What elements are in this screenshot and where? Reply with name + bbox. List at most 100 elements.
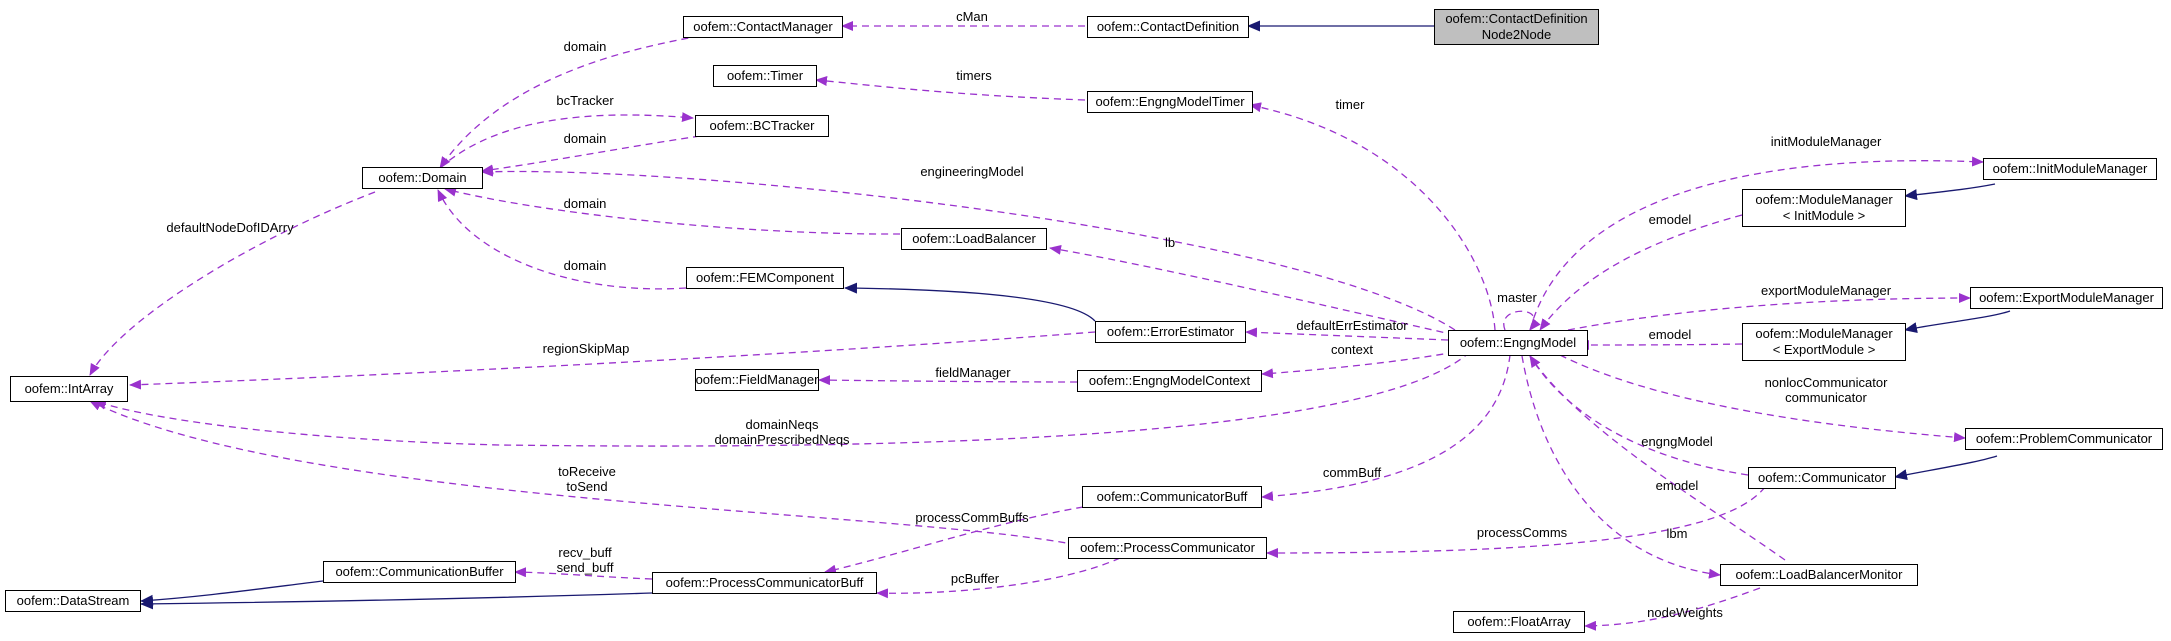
edge-label-engngmodel: engngModel (1641, 434, 1713, 449)
edge-modulemanager-init-to-engngmodel (1539, 214, 1743, 331)
edge-label-recvbuff-line-1: recv_buff (558, 545, 612, 560)
edge-initmodulemanager-to-modulemanager (1904, 183, 1996, 201)
edge-loadbalancermonitor-to-engngmodel (1529, 355, 1786, 561)
class-name: oofem::BCTracker (709, 118, 815, 133)
edge-label-defaulterrestimator: defaultErrEstimator (1296, 318, 1408, 333)
class-name-line-1: oofem::ModuleManager (1755, 192, 1893, 207)
edge-engngmodel-to-loadbalancermonitor (1521, 355, 1721, 579)
class-node-problem-communicator[interactable]: oofem::ProblemCommunicator (1965, 428, 2163, 450)
edge-engngmodel-to-engngmodel-master (1503, 310, 1541, 331)
edge-engngmodel-to-initmodulemanager (1529, 156, 1984, 331)
class-node-communicator[interactable]: oofem::Communicator (1748, 467, 1896, 489)
edge-label-nodeweights: nodeWeights (1647, 605, 1723, 620)
edge-label-cman: cMan (956, 9, 988, 24)
edge-errorestimator-to-intarray (129, 331, 1096, 390)
class-node-init-module-manager[interactable]: oofem::InitModuleManager (1983, 158, 2157, 180)
class-name: oofem::Communicator (1758, 470, 1886, 485)
class-node-domain[interactable]: oofem::Domain (362, 167, 483, 189)
class-node-data-stream[interactable]: oofem::DataStream (5, 590, 141, 612)
class-name: oofem::CommunicatorBuff (1096, 489, 1248, 504)
edge-label-lb: lb (1164, 235, 1176, 250)
class-node-field-manager[interactable]: oofem::FieldManager (695, 369, 819, 391)
edge-label-domain-loadbalancer: domain (563, 196, 607, 211)
class-node-module-manager-export[interactable]: oofem::ModuleManager < ExportModule > (1742, 323, 1906, 361)
edge-processcommunicatorbuff-to-communicationbuffer (514, 567, 653, 580)
edge-engngmodel-to-engngmodelcontext (1261, 351, 1456, 379)
class-node-load-balancer[interactable]: oofem::LoadBalancer (901, 228, 1047, 250)
class-node-communicator-buff[interactable]: oofem::CommunicatorBuff (1082, 486, 1262, 508)
edge-label-domainneqs-line-1: domainNeqs (745, 417, 819, 432)
edge-label-recvbuff-line-2: send_buff (556, 560, 614, 575)
edge-label-commbuff: commBuff (1322, 465, 1382, 480)
class-node-int-array[interactable]: oofem::IntArray (10, 376, 128, 402)
class-node-export-module-manager[interactable]: oofem::ExportModuleManager (1970, 287, 2163, 309)
edge-label-emodel-init: emodel (1648, 212, 1692, 227)
edge-loadbalancermonitor-to-floatarray (1584, 587, 1761, 631)
edge-label-engineeringmodel: engineeringModel (920, 164, 1024, 179)
class-name: oofem::Timer (726, 68, 804, 83)
edge-engngmodel-to-domain (481, 166, 1456, 331)
edge-femcomponent-to-domain (437, 189, 687, 290)
edge-label-bctracker: bcTracker (556, 93, 614, 108)
edge-engngmodelcontext-to-fieldmanager (818, 375, 1078, 386)
edge-modulemanager-export-to-engngmodel (1577, 339, 1743, 350)
edge-label-defaultnodedofidarry: defaultNodeDofIDArry (166, 220, 294, 235)
edge-label-nonloccommunicator: nonlocCommunicator communicator (1765, 375, 1888, 405)
class-node-float-array[interactable]: oofem::FloatArray (1453, 611, 1585, 633)
class-node-contact-definition[interactable]: oofem::ContactDefinition (1087, 16, 1249, 38)
edge-label-master: master (1497, 290, 1537, 305)
edge-engngmodel-to-communicatorbuff (1261, 354, 1511, 502)
edge-domain-to-bctracker (439, 112, 694, 169)
edge-label-processcommbuffs: processCommBuffs (915, 510, 1029, 525)
edge-label-emodel-communicator: emodel (1655, 478, 1699, 493)
edge-engngmodeltimer-to-timer (815, 76, 1086, 101)
class-node-module-manager-init[interactable]: oofem::ModuleManager < InitModule > (1742, 189, 1906, 227)
edge-label-timers: timers (956, 68, 992, 83)
edge-engngmodel-to-exportmodulemanager (1567, 293, 1971, 331)
class-name: oofem::EngngModelContext (1088, 373, 1251, 388)
edge-processcommunicator-to-processcommunicatorbuff (876, 557, 1121, 599)
class-node-communication-buffer[interactable]: oofem::CommunicationBuffer (323, 561, 516, 583)
class-node-fem-component[interactable]: oofem::FEMComponent (686, 267, 844, 289)
class-name: oofem::CommunicationBuffer (335, 564, 504, 579)
edge-communicator-to-processcommunicator (1266, 486, 1766, 558)
class-name: oofem::LoadBalancerMonitor (1735, 567, 1903, 582)
class-name: oofem::DataStream (16, 593, 130, 608)
class-node-engng-model-context[interactable]: oofem::EngngModelContext (1077, 370, 1262, 392)
edge-label-domain-contactmanager: domain (563, 39, 607, 54)
class-name: oofem::FloatArray (1467, 614, 1571, 629)
edge-loadbalancer-to-domain (444, 186, 901, 235)
class-name-line-2: < ExportModule > (1772, 342, 1876, 357)
edge-label-recvbuff: recv_buff send_buff (557, 545, 614, 575)
edge-engngmodel-to-loadbalancer (1049, 244, 1456, 336)
class-name: oofem::FEMComponent (695, 270, 834, 285)
edge-exportmodulemanager-to-modulemanager (1904, 310, 2011, 334)
edge-label-nonloccommunicator-line-2: communicator (1785, 390, 1867, 405)
class-node-engng-model[interactable]: oofem::EngngModel (1448, 330, 1588, 356)
edge-communicatorbuff-to-processcommunicatorbuff (824, 504, 1096, 575)
edge-engngmodel-to-engngmodeltimer (1249, 102, 1496, 331)
edge-label-timer: timer (1335, 97, 1365, 112)
edge-label-exportmodulemanager: exportModuleManager (1760, 283, 1892, 298)
edge-label-context: context (1331, 342, 1373, 357)
class-node-timer[interactable]: oofem::Timer (713, 65, 817, 87)
class-name-line-1: oofem::ModuleManager (1755, 326, 1893, 341)
edge-errorestimator-to-femcomponent (844, 282, 1096, 322)
edge-engngmodel-to-intarray (94, 351, 1471, 447)
class-node-error-estimator[interactable]: oofem::ErrorEstimator (1095, 321, 1246, 343)
edge-label-domain-femcomponent: domain (563, 258, 607, 273)
class-node-bc-tracker[interactable]: oofem::BCTracker (695, 115, 829, 137)
class-node-process-communicator[interactable]: oofem::ProcessCommunicator (1068, 537, 1267, 559)
edge-label-regionskipmap: regionSkipMap (542, 341, 630, 356)
class-node-contact-definition-node2node[interactable]: oofem::ContactDefinition Node2Node (1434, 9, 1599, 45)
class-name: oofem::Domain (378, 170, 467, 185)
edge-engngmodel-to-problemcommunicator (1559, 354, 1966, 443)
class-node-contact-manager[interactable]: oofem::ContactManager (683, 16, 843, 38)
class-node-load-balancer-monitor[interactable]: oofem::LoadBalancerMonitor (1720, 564, 1918, 586)
class-node-engng-model-timer[interactable]: oofem::EngngModelTimer (1087, 91, 1253, 113)
edge-label-fieldmanager: fieldManager (935, 365, 1011, 380)
class-node-process-communicator-buff[interactable]: oofem::ProcessCommunicatorBuff (652, 572, 877, 594)
edge-processcommunicatorbuff-to-datastream (140, 592, 653, 610)
class-name-line-2: < InitModule > (1782, 208, 1866, 223)
